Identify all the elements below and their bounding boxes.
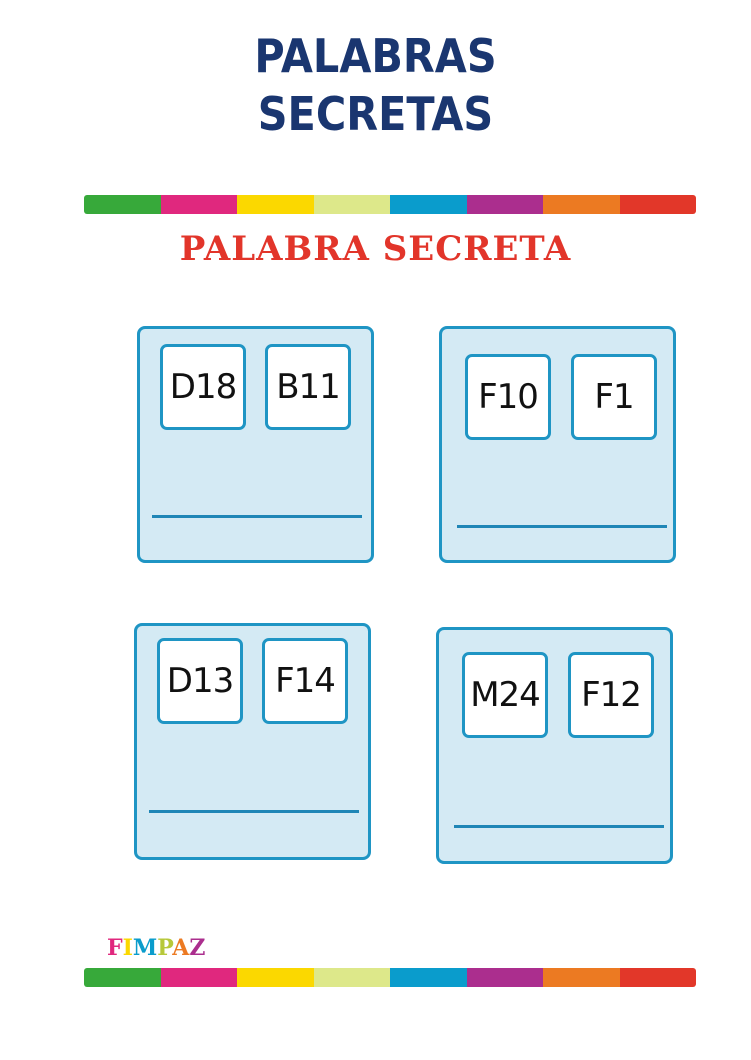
answer-line[interactable] [152, 515, 362, 518]
color-segment [619, 195, 696, 214]
brand-letter: I [122, 935, 133, 961]
puzzle-card: D18 B11 [137, 326, 374, 563]
puzzle-card: M24 F12 [436, 627, 673, 864]
color-segment [390, 195, 467, 214]
brand-letter: M [132, 935, 158, 961]
puzzle-card: D13 F14 [134, 623, 371, 860]
code-tile: F12 [568, 652, 654, 738]
color-segment [313, 968, 390, 987]
section-heading: PALABRA SECRETA [179, 229, 572, 269]
color-segment [313, 195, 390, 214]
code-tile: D13 [157, 638, 243, 724]
color-segment [84, 968, 161, 987]
page-title-line2: SECRETAS [257, 87, 494, 141]
brand-letter: A [172, 935, 190, 961]
color-segment [390, 968, 467, 987]
color-segment [160, 195, 237, 214]
code-tile: D18 [160, 344, 246, 430]
color-segment [466, 195, 543, 214]
answer-line[interactable] [149, 810, 359, 813]
answer-line[interactable] [454, 825, 664, 828]
puzzle-card: F10 F1 [439, 326, 676, 563]
code-tile: F1 [571, 354, 657, 440]
color-segment [619, 968, 696, 987]
color-segment [237, 968, 314, 987]
color-segment [160, 968, 237, 987]
code-tile: F14 [262, 638, 348, 724]
code-tile: F10 [465, 354, 551, 440]
brand-letter: F [107, 935, 123, 961]
page-title-line1: PALABRAS [254, 29, 497, 83]
color-segment [237, 195, 314, 214]
color-bar-top [84, 195, 696, 214]
brand-logo: FIMPAZ [107, 935, 205, 961]
brand-letter: P [157, 935, 173, 961]
answer-line[interactable] [457, 525, 667, 528]
color-segment [543, 195, 620, 214]
color-bar-bottom [84, 968, 696, 987]
color-segment [84, 195, 161, 214]
color-segment [466, 968, 543, 987]
code-tile: M24 [462, 652, 548, 738]
color-segment [543, 968, 620, 987]
brand-letter: Z [189, 935, 206, 961]
code-tile: B11 [265, 344, 351, 430]
